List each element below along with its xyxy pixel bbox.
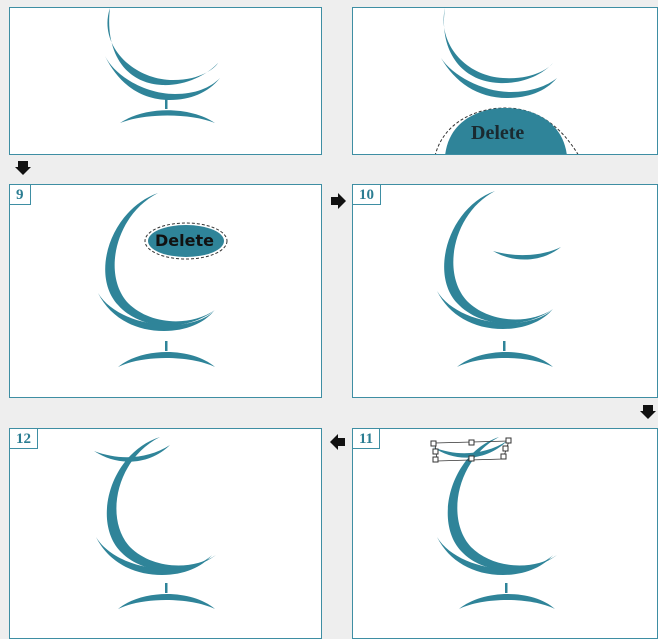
stem	[505, 583, 508, 593]
handle-icon	[469, 456, 474, 461]
panel-step-12: 12	[9, 428, 322, 639]
stem	[165, 341, 168, 351]
glass-drawing	[10, 8, 322, 155]
stem	[165, 98, 168, 109]
base-arc	[459, 594, 555, 609]
lower-arc	[96, 537, 212, 575]
bowl-arc	[105, 193, 215, 326]
handle-icon	[433, 449, 438, 454]
separated-arc	[493, 247, 561, 260]
handle-icon	[506, 438, 511, 443]
bowl-arc	[107, 8, 218, 85]
glass-drawing	[353, 429, 658, 639]
delete-button-label[interactable]: Delete	[155, 231, 214, 250]
arrow-down-icon	[640, 404, 656, 420]
panel-step-9: 9 Delete	[9, 184, 322, 398]
base-arc	[457, 352, 553, 367]
arrow-down-icon	[15, 160, 31, 176]
bowl-arc	[444, 8, 553, 83]
stem	[165, 583, 168, 593]
base-arc	[118, 594, 215, 609]
lower-arc	[437, 537, 553, 575]
stem	[503, 341, 506, 351]
handle-icon	[469, 440, 474, 445]
arrow-right-icon	[330, 193, 346, 209]
glass-drawing	[10, 185, 322, 398]
panel-step-11: 11	[352, 428, 658, 639]
glass-drawing	[10, 429, 322, 639]
delete-button-label[interactable]: Delete	[471, 122, 524, 145]
glass-drawing	[353, 185, 658, 398]
handle-icon	[501, 454, 506, 459]
panel-top-left	[9, 7, 322, 155]
arrow-left-icon	[330, 434, 346, 450]
moved-arc	[94, 445, 170, 462]
base-arc	[120, 110, 215, 123]
handle-icon	[503, 446, 508, 451]
panel-top-right: Delete	[352, 7, 658, 155]
base-arc	[118, 352, 215, 367]
handle-icon	[431, 441, 436, 446]
panel-step-10: 10	[352, 184, 658, 398]
handle-icon	[433, 457, 438, 462]
bowl-arc	[107, 437, 216, 570]
